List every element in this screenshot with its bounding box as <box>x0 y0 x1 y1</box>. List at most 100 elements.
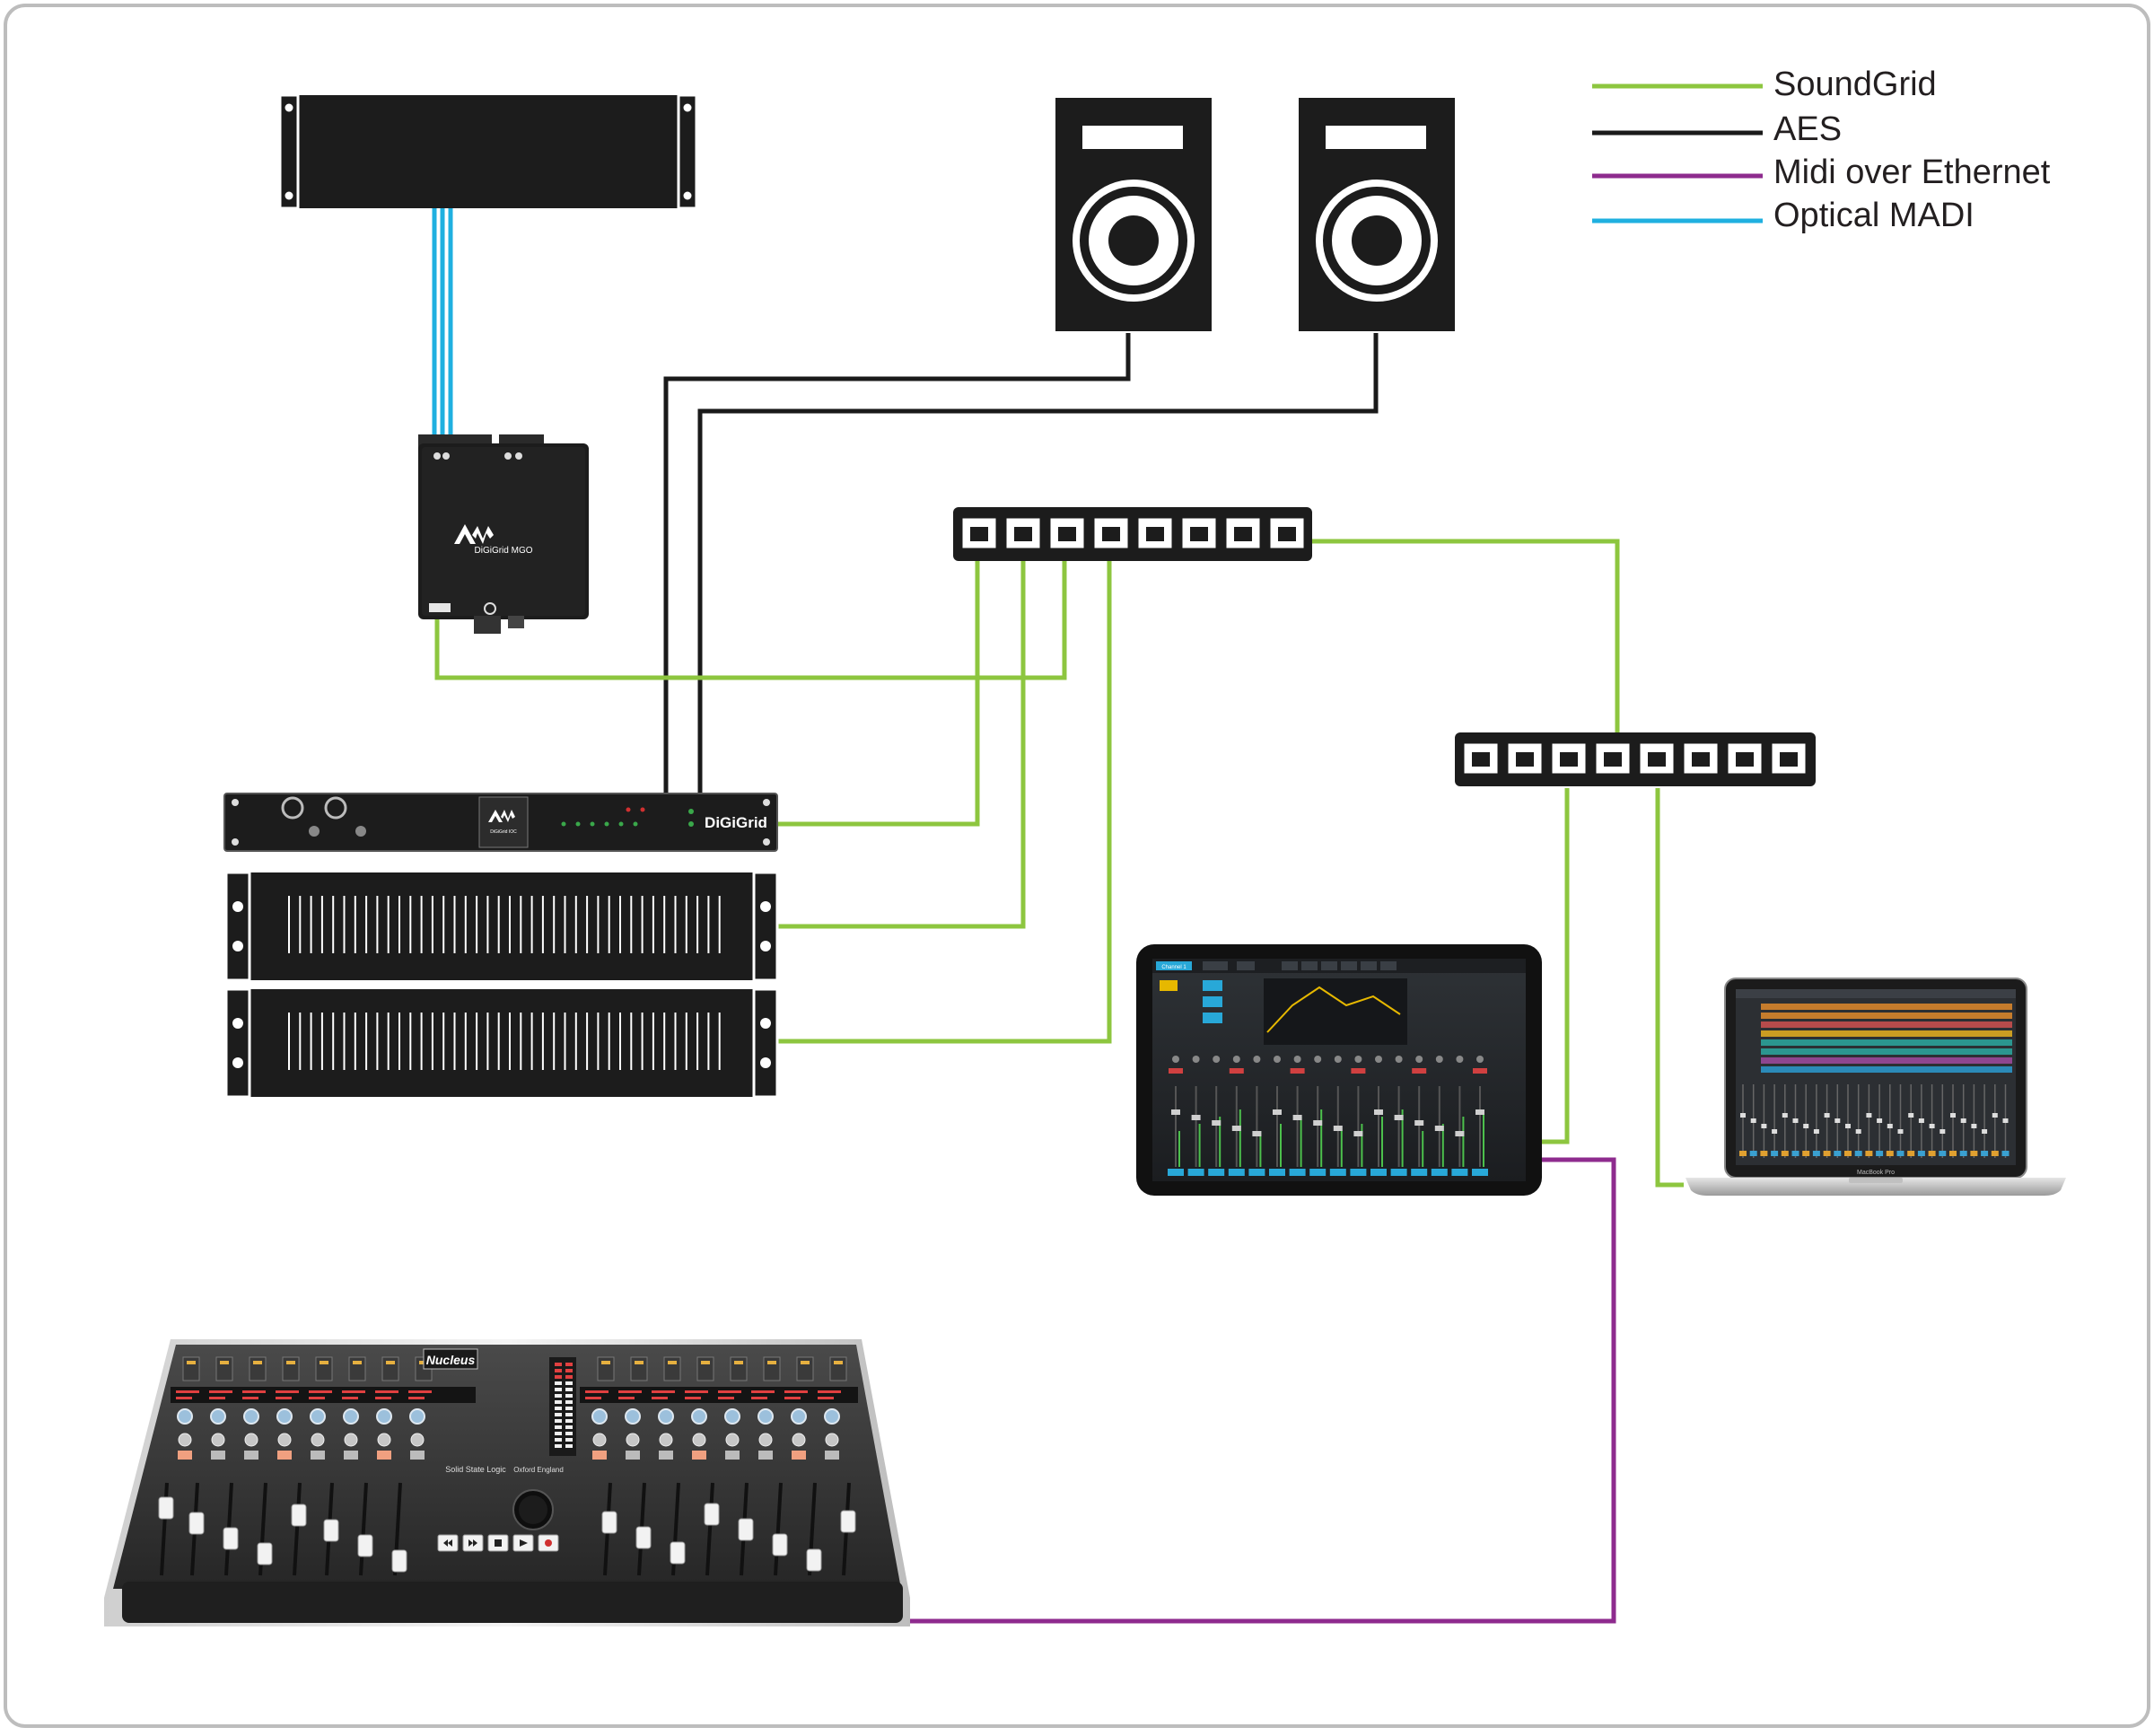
center-meter-segment <box>565 1381 573 1385</box>
console-mute-button <box>626 1451 640 1460</box>
console-fader-track <box>359 1482 368 1576</box>
legend-item-aes: AES <box>1592 110 1842 148</box>
tablet-channel-label <box>1168 1169 1184 1176</box>
laptop-track <box>1761 1030 2012 1037</box>
console-display-glyph <box>685 1397 701 1399</box>
center-meter-segment <box>555 1363 562 1366</box>
laptop-channel-label <box>1939 1151 1947 1156</box>
console-mute-button <box>277 1451 292 1460</box>
console-knob <box>410 1433 425 1447</box>
tablet-channel-label <box>1370 1169 1387 1176</box>
legend-item-soundgrid: SoundGrid <box>1592 66 1937 103</box>
console-fader-cap <box>635 1526 652 1549</box>
tablet-fader-cap <box>1292 1115 1302 1120</box>
center-meter-segment <box>555 1407 562 1410</box>
laptop-fader-cap <box>1855 1129 1861 1134</box>
cables <box>432 205 1684 1624</box>
tablet-channel-label <box>1329 1169 1346 1176</box>
tablet: Channel 1 <box>1136 944 1542 1196</box>
console-knob <box>692 1433 706 1447</box>
ioc-model-label: DiGiGrid IOC <box>490 829 517 835</box>
laptop-channel-label <box>1844 1151 1852 1156</box>
tablet-fader-cap <box>1273 1109 1282 1115</box>
laptop-fader-cap <box>1929 1124 1935 1128</box>
laptop-track <box>1761 1021 2012 1028</box>
tablet-knob <box>1415 1056 1423 1063</box>
tablet-fader-cap <box>1434 1126 1444 1131</box>
tablet-knob <box>1435 1056 1443 1063</box>
console-knob <box>177 1408 193 1425</box>
laptop-channel-label <box>1771 1151 1779 1156</box>
laptop-channel-label <box>1981 1151 1989 1156</box>
console-display-glyph <box>818 1390 841 1393</box>
console-button-led <box>601 1361 610 1364</box>
console-display-glyph <box>718 1390 741 1393</box>
tablet-channel-label <box>1208 1169 1225 1176</box>
laptop-fader-cap <box>1772 1129 1778 1134</box>
console-fader-cap <box>158 1496 174 1520</box>
center-meter-segment <box>555 1394 562 1398</box>
console-display-glyph <box>585 1390 609 1393</box>
laptop-fader-cap <box>1866 1113 1872 1118</box>
console-fader-cap <box>323 1519 339 1542</box>
tablet-fader-cap <box>1191 1115 1201 1120</box>
console-display-glyph <box>618 1397 635 1399</box>
tablet-knob <box>1375 1056 1382 1063</box>
console-knob <box>626 1433 640 1447</box>
console-display-glyph <box>209 1390 232 1393</box>
laptop-track <box>1761 1066 2012 1073</box>
console-button-led <box>187 1361 196 1364</box>
madi-cable <box>432 205 453 443</box>
console-knob <box>591 1408 608 1425</box>
console-fader-cap <box>772 1533 788 1556</box>
center-meter-segment <box>565 1419 573 1423</box>
console-fader-cap <box>704 1503 720 1526</box>
console-fader-cap <box>291 1504 307 1527</box>
console-top-button <box>282 1356 300 1381</box>
console-fader-cap <box>391 1549 407 1573</box>
console-display-glyph <box>375 1390 398 1393</box>
laptop-channel-label <box>1917 1151 1925 1156</box>
console-knob <box>757 1408 774 1425</box>
console-knob <box>724 1408 740 1425</box>
console-top-button <box>597 1356 615 1381</box>
console-knob <box>658 1408 674 1425</box>
laptop-channel-label <box>1886 1151 1894 1156</box>
laptop-fader-cap <box>1897 1129 1904 1134</box>
console-top-button <box>381 1356 399 1381</box>
tablet-channel-label <box>1390 1169 1407 1176</box>
laptop-fader-cap <box>1950 1113 1956 1118</box>
laptop-fader-cap <box>1939 1129 1946 1134</box>
laptop-channel-label <box>1802 1151 1810 1156</box>
tablet-knob <box>1213 1056 1221 1063</box>
tablet-channel-label <box>1228 1169 1245 1176</box>
laptop-fader-cap <box>1908 1113 1914 1118</box>
console-display-glyph <box>652 1390 675 1393</box>
laptop-channel-label <box>1823 1151 1831 1156</box>
mgo-brand-label: DiGiGrid MGO <box>475 546 533 556</box>
console-knob <box>409 1408 425 1425</box>
console-top-button <box>315 1356 333 1381</box>
center-meter-segment <box>565 1407 573 1410</box>
tablet-knob <box>1456 1056 1464 1063</box>
console-mute-button <box>758 1451 773 1460</box>
soundgrid-cable <box>434 539 1684 1188</box>
console-brand-label: Nucleus <box>426 1353 476 1367</box>
waves-logo-icon <box>454 524 494 544</box>
laptop-channel-label <box>1760 1151 1768 1156</box>
laptop-track <box>1761 1039 2012 1046</box>
laptop-channel-label <box>1959 1151 1967 1156</box>
laptop-channel-label <box>1970 1151 1978 1156</box>
console-knob <box>211 1433 225 1447</box>
tablet-channel-label <box>1411 1169 1428 1176</box>
network-switch-2 <box>1455 732 1816 786</box>
console-display-glyph <box>242 1390 266 1393</box>
console-button-led <box>220 1361 229 1364</box>
console-display-glyph <box>309 1397 325 1399</box>
tablet-channel-label <box>1248 1169 1265 1176</box>
tablet-channel-label <box>1451 1169 1468 1176</box>
tablet-knob <box>1293 1056 1301 1063</box>
console-mute-button <box>692 1451 706 1460</box>
center-meter-segment <box>555 1375 562 1379</box>
console-mute-button <box>244 1451 258 1460</box>
